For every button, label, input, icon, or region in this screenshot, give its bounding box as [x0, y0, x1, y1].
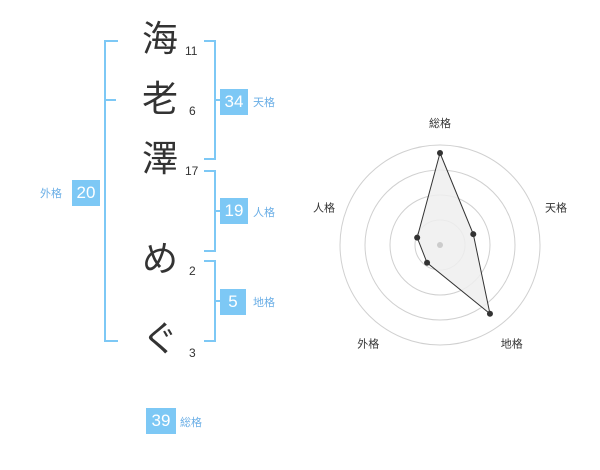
radar-axis-label: 人格 — [313, 200, 335, 214]
radar-axis-label: 総格 — [429, 116, 451, 130]
radar-axis-label: 天格 — [545, 200, 567, 214]
radar-point — [424, 259, 431, 266]
radar-axis-label: 地格 — [501, 337, 523, 351]
soukaku-label: 総格 — [180, 416, 202, 429]
jinkaku-value-box: 19 — [220, 198, 248, 224]
name-char-2: 老 — [141, 79, 178, 120]
radar-point — [470, 231, 477, 238]
chikaku-label: 地格 — [253, 296, 275, 309]
stroke-count-2: 6 — [189, 104, 196, 118]
name-char-4: め — [141, 239, 178, 280]
gaikaku-label: 外格 — [40, 187, 62, 200]
radar-ring — [339, 144, 541, 346]
gaikaku-value-box: 20 — [72, 180, 100, 206]
stroke-count-4: 2 — [189, 264, 196, 278]
radar-point — [486, 310, 493, 317]
radar-center-dot — [437, 242, 443, 248]
stroke-count-5: 3 — [189, 346, 196, 360]
name-char-1: 海 — [141, 19, 178, 60]
jinkaku-bracket-tick — [214, 210, 220, 212]
stroke-count-1: 11 — [185, 44, 198, 58]
gaikaku-bracket — [104, 40, 118, 342]
jinkaku-label: 人格 — [253, 206, 275, 219]
tenkaku-label: 天格 — [253, 96, 275, 109]
name-char-5: ぐ — [141, 319, 178, 360]
tenkaku-value-box: 34 — [220, 89, 248, 115]
stroke-count-3: 17 — [185, 164, 199, 178]
radar-point — [437, 150, 443, 156]
gaikaku-bracket-tick — [104, 99, 116, 101]
soukaku-value-box: 39 — [146, 408, 176, 434]
tenkaku-bracket-tick — [214, 99, 220, 101]
name-char-3: 澤 — [141, 139, 178, 180]
chikaku-value-box: 5 — [220, 289, 246, 315]
chikaku-bracket-tick — [214, 300, 220, 302]
radar-data-polygon — [416, 151, 491, 316]
radar-axis-label: 外格 — [357, 337, 379, 351]
radar-point — [414, 234, 421, 241]
